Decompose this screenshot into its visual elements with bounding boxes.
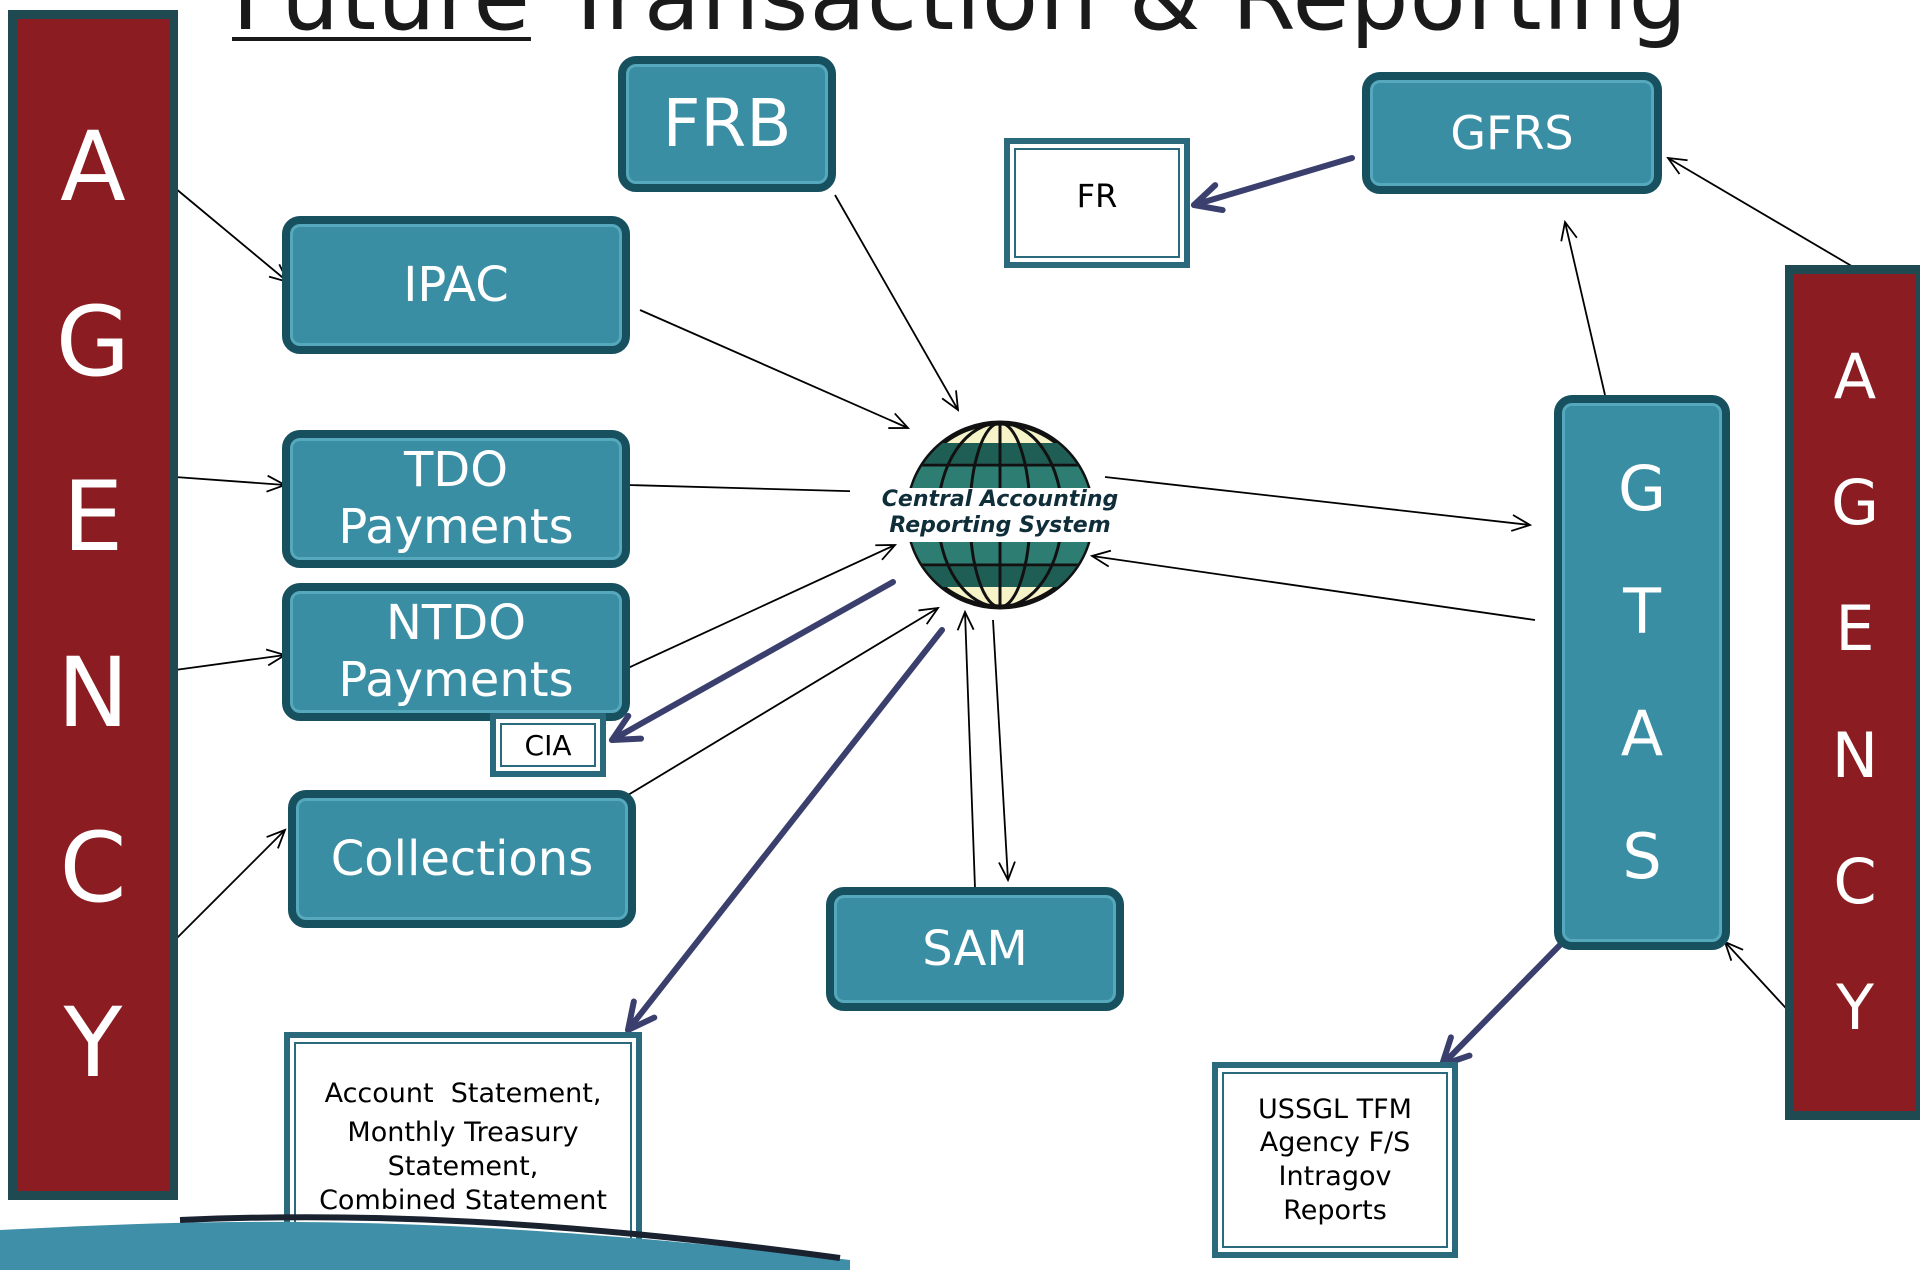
gtas-node: G T A S xyxy=(1554,395,1730,950)
ipac-label: IPAC xyxy=(403,256,509,313)
gtas-letter: S xyxy=(1622,819,1662,893)
ntdo-to-cars-arrow xyxy=(627,545,895,669)
agency-to-tdo-arrow xyxy=(174,477,285,485)
title-underlined-word: Future xyxy=(232,0,531,51)
ipac-to-cars-arrow xyxy=(639,309,908,428)
ussgl-line1: USSGL TFM xyxy=(1258,1093,1412,1125)
agency-letter: E xyxy=(1835,592,1875,666)
decorative-swoosh xyxy=(0,1214,850,1270)
collections-label: Collections xyxy=(330,830,594,887)
ussgl-line2: Agency F/S xyxy=(1259,1127,1411,1159)
gtas-to-gfrs-arrow xyxy=(1565,222,1606,396)
ussgl-line3: Intragov xyxy=(1278,1161,1392,1192)
agency-letter: C xyxy=(59,811,127,924)
collections-to-cars-arrow xyxy=(627,608,938,796)
ussgl-line4: Reports xyxy=(1283,1194,1387,1226)
agency-bar-left: A G E N C Y xyxy=(8,10,178,1200)
page-title: Future Transaction & Reporting xyxy=(0,0,1920,51)
agency-to-gtas-arrow xyxy=(1725,942,1796,1019)
gtas-letter: A xyxy=(1620,697,1664,771)
agency-letter: Y xyxy=(63,987,123,1100)
cars-to-gtas-arrow xyxy=(1104,476,1530,525)
gtas-letter: G xyxy=(1617,452,1667,526)
ntdo-label-line2: Payments xyxy=(338,652,574,708)
cars-globe: Central Accounting Reporting System xyxy=(850,415,1150,615)
agency-letter: A xyxy=(60,110,126,223)
tdo-to-cars-line xyxy=(627,484,881,493)
agency-to-ntdo-arrow xyxy=(174,655,285,671)
collections-node: Collections xyxy=(288,790,636,928)
statements-line3: Statement, xyxy=(387,1151,539,1182)
cars-label-line1: Central Accounting xyxy=(881,487,1119,512)
sam-node: SAM xyxy=(826,887,1124,1011)
cia-label: CIA xyxy=(524,728,572,762)
statements-line1: Account Statement, xyxy=(324,1077,602,1109)
agency-bar-right: A G E N C Y xyxy=(1785,265,1920,1120)
agency-letter: N xyxy=(57,636,129,749)
title-rest: Transaction & Reporting xyxy=(531,0,1688,51)
gtas-to-cars-arrow xyxy=(1092,556,1536,621)
ussgl-reports-document: USSGL TFM Agency F/S Intragov Reports xyxy=(1212,1062,1458,1258)
frb-node: FRB xyxy=(618,56,836,192)
gtas-letter: T xyxy=(1623,574,1661,648)
ipac-node: IPAC xyxy=(282,216,630,354)
cars-label: Central Accounting Reporting System xyxy=(850,487,1150,539)
agency-letter: E xyxy=(62,461,124,574)
fr-label: FR xyxy=(1076,177,1118,215)
agency-to-ipac-arrow xyxy=(174,187,288,282)
agency-letter: Y xyxy=(1836,970,1874,1044)
agency-to-collections-arrow xyxy=(174,830,285,941)
sam-to-cars-arrow xyxy=(965,612,976,889)
gfrs-label: GFRS xyxy=(1450,105,1574,160)
ntdo-label-line1: NTDO xyxy=(386,595,526,652)
gfrs-to-fr-arrow xyxy=(1191,155,1355,214)
statements-line4: Combined Statement xyxy=(319,1184,607,1216)
cars-to-statements-arrow xyxy=(625,627,945,1033)
fr-document: FR xyxy=(1004,138,1190,268)
agency-letter: A xyxy=(1833,340,1877,414)
statements-line2: Monthly Treasury xyxy=(347,1117,579,1149)
frb-label: FRB xyxy=(662,85,792,163)
frb-to-cars-arrow xyxy=(834,194,958,410)
gfrs-node: GFRS xyxy=(1362,72,1662,194)
sam-label: SAM xyxy=(922,920,1028,977)
tdo-label-line2: Payments xyxy=(338,499,574,555)
agency-letter: N xyxy=(1831,718,1879,792)
agency-letter: C xyxy=(1833,844,1877,918)
cars-to-sam-arrow xyxy=(992,619,1008,880)
gtas-to-ussgl-arrow xyxy=(1439,942,1563,1068)
agency-to-gfrs-arrow xyxy=(1668,158,1856,269)
ntdo-payments-node: NTDO Payments xyxy=(282,583,630,721)
tdo-label-line1: TDO xyxy=(403,442,509,499)
agency-letter: G xyxy=(55,285,131,398)
cars-to-cia-arrow xyxy=(609,579,896,743)
cars-label-line2: Reporting System xyxy=(889,513,1111,538)
agency-letter: G xyxy=(1830,466,1880,540)
globe-icon xyxy=(850,420,1150,610)
cia-document: CIA xyxy=(490,713,606,777)
tdo-payments-node: TDO Payments xyxy=(282,430,630,568)
